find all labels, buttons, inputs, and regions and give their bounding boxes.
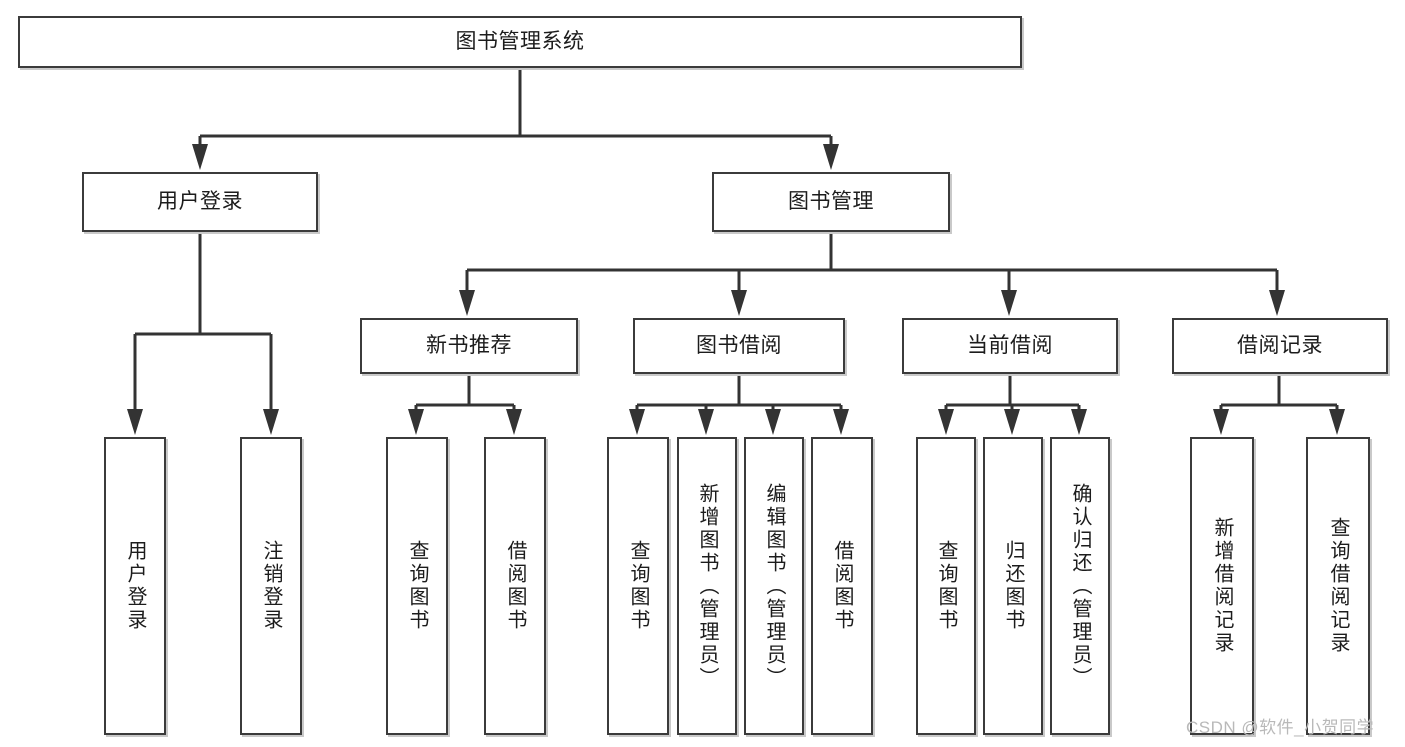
bus-book-borrow-arrowhead — [698, 409, 714, 435]
node-label: 借阅图书 — [504, 540, 526, 632]
node-leaf-11[interactable]: 确认归还（管理员） — [1050, 437, 1110, 735]
node-label: 图书借阅 — [696, 333, 782, 357]
node-leaf-3[interactable]: 查询图书 — [386, 437, 448, 735]
node-borrow-record[interactable]: 借阅记录 — [1172, 318, 1388, 374]
bus-book-manage-arrowhead — [1269, 290, 1285, 316]
node-leaf-8[interactable]: 借阅图书 — [811, 437, 873, 735]
node-book-manage[interactable]: 图书管理 — [712, 172, 950, 232]
node-label: 查询图书 — [627, 540, 649, 632]
bus-new-book-rec-arrowhead — [408, 409, 424, 435]
node-label: 查询借阅记录 — [1327, 517, 1349, 655]
node-leaf-6[interactable]: 新增图书（管理员） — [677, 437, 737, 735]
bus-root-arrowhead — [823, 144, 839, 170]
bus-book-borrow-arrowhead — [629, 409, 645, 435]
node-leaf-13[interactable]: 查询借阅记录 — [1306, 437, 1370, 735]
node-label: 当前借阅 — [967, 333, 1053, 357]
bus-book-manage-arrowhead — [459, 290, 475, 316]
node-label: 编辑图书（管理员） — [763, 482, 785, 690]
node-leaf-7[interactable]: 编辑图书（管理员） — [744, 437, 804, 735]
node-label: 注销登录 — [260, 540, 282, 632]
node-current-borrow[interactable]: 当前借阅 — [902, 318, 1118, 374]
node-user-login[interactable]: 用户登录 — [82, 172, 318, 232]
bus-user-login-arrowhead — [127, 409, 143, 435]
node-label: 图书管理 — [788, 189, 874, 213]
node-label: 新增图书（管理员） — [696, 482, 718, 690]
bus-book-manage-arrowhead — [731, 290, 747, 316]
bus-book-borrow-arrowhead — [833, 409, 849, 435]
bus-current-borrow-arrowhead — [1004, 409, 1020, 435]
node-label: 借阅图书 — [831, 540, 853, 632]
node-label: 图书管理系统 — [455, 29, 585, 53]
node-label: 新增借阅记录 — [1211, 517, 1233, 655]
node-leaf-4[interactable]: 借阅图书 — [484, 437, 546, 735]
bus-user-login-arrowhead — [263, 409, 279, 435]
bus-root-arrowhead — [192, 144, 208, 170]
node-label: 借阅记录 — [1237, 333, 1323, 357]
node-label: 归还图书 — [1002, 540, 1024, 632]
node-new-book-rec[interactable]: 新书推荐 — [360, 318, 578, 374]
bus-borrow-record-arrowhead — [1213, 409, 1229, 435]
node-label: 新书推荐 — [426, 333, 512, 357]
bus-current-borrow-arrowhead — [938, 409, 954, 435]
node-label: 查询图书 — [406, 540, 428, 632]
node-book-borrow[interactable]: 图书借阅 — [633, 318, 845, 374]
node-label: 用户登录 — [124, 540, 146, 632]
node-label: 用户登录 — [157, 189, 243, 213]
node-root[interactable]: 图书管理系统 — [18, 16, 1022, 68]
bus-new-book-rec-arrowhead — [506, 409, 522, 435]
node-leaf-12[interactable]: 新增借阅记录 — [1190, 437, 1254, 735]
node-label: 查询图书 — [935, 540, 957, 632]
bus-borrow-record-arrowhead — [1329, 409, 1345, 435]
bus-book-manage-arrowhead — [1001, 290, 1017, 316]
node-label: 确认归还（管理员） — [1069, 482, 1091, 690]
node-leaf-5[interactable]: 查询图书 — [607, 437, 669, 735]
bus-current-borrow-arrowhead — [1071, 409, 1087, 435]
bus-book-borrow-arrowhead — [765, 409, 781, 435]
node-leaf-9[interactable]: 查询图书 — [916, 437, 976, 735]
node-leaf-1[interactable]: 用户登录 — [104, 437, 166, 735]
node-leaf-10[interactable]: 归还图书 — [983, 437, 1043, 735]
node-leaf-2[interactable]: 注销登录 — [240, 437, 302, 735]
